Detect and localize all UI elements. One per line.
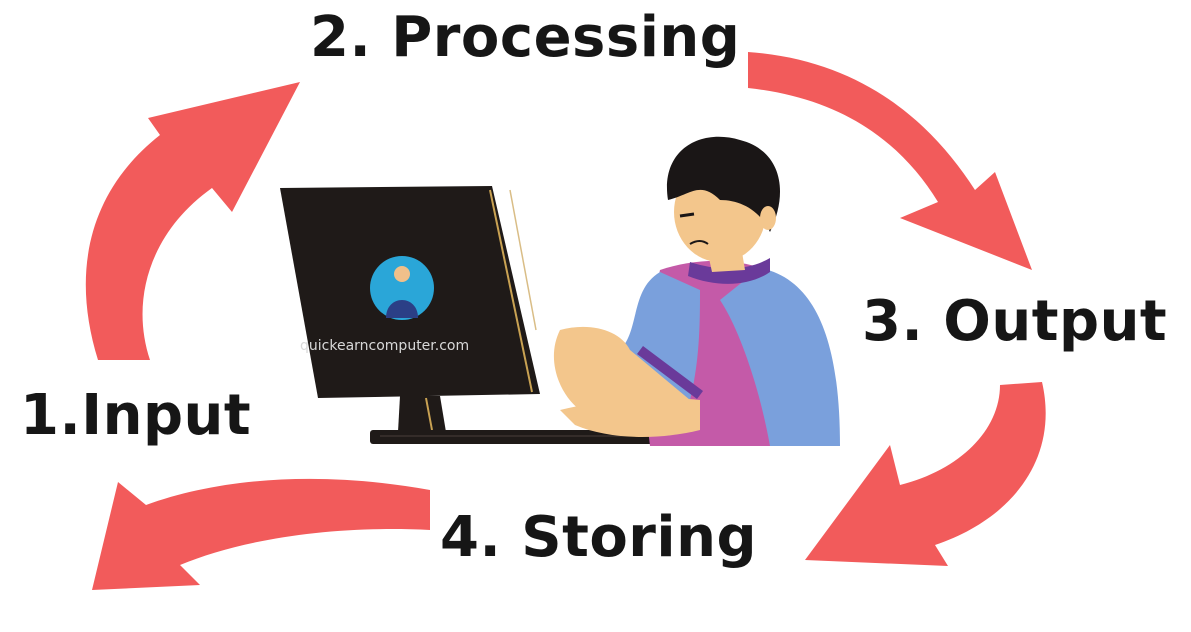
cycle-arrow-icon bbox=[92, 478, 430, 590]
cycle-arrow-icon bbox=[805, 382, 1046, 566]
cycle-arrow-icon bbox=[85, 82, 300, 360]
cycle-arrow-icon bbox=[748, 52, 1032, 270]
person-icon bbox=[553, 136, 840, 446]
watermark-text: quickearncomputer.com bbox=[300, 338, 469, 354]
step-storing-label: 4. Storing bbox=[440, 505, 758, 570]
step-input-label: 1.Input bbox=[20, 383, 252, 448]
logo-avatar-icon bbox=[370, 256, 434, 320]
step-processing-label: 2. Processing bbox=[310, 5, 741, 70]
step-output-label: 3. Output bbox=[862, 289, 1168, 354]
